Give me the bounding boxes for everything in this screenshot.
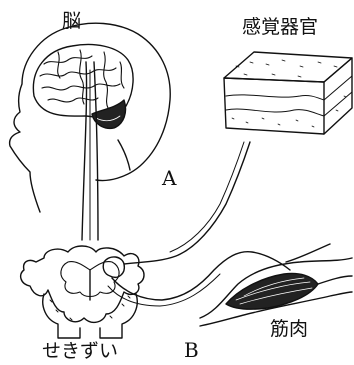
spinal-cord-upper-right xyxy=(94,62,98,240)
nerve-a-label: A xyxy=(162,168,176,188)
sense-organ-label: 感覚器官 xyxy=(242,18,318,37)
spinal-cord-label: せきずい xyxy=(42,342,118,361)
sense-organ-top xyxy=(224,52,352,82)
ganglion xyxy=(103,257,124,277)
spinal-cord-upper-left xyxy=(82,62,87,240)
nerve-b-label: B xyxy=(184,340,199,360)
brain-folds xyxy=(40,50,124,108)
sense-organ-front xyxy=(224,78,324,134)
muscle-label: 筋肉 xyxy=(270,320,308,339)
nerve-a xyxy=(124,142,250,264)
spinal-section-outline xyxy=(21,246,144,322)
brain-label: 脳 xyxy=(62,12,81,31)
ear-line xyxy=(118,140,130,170)
